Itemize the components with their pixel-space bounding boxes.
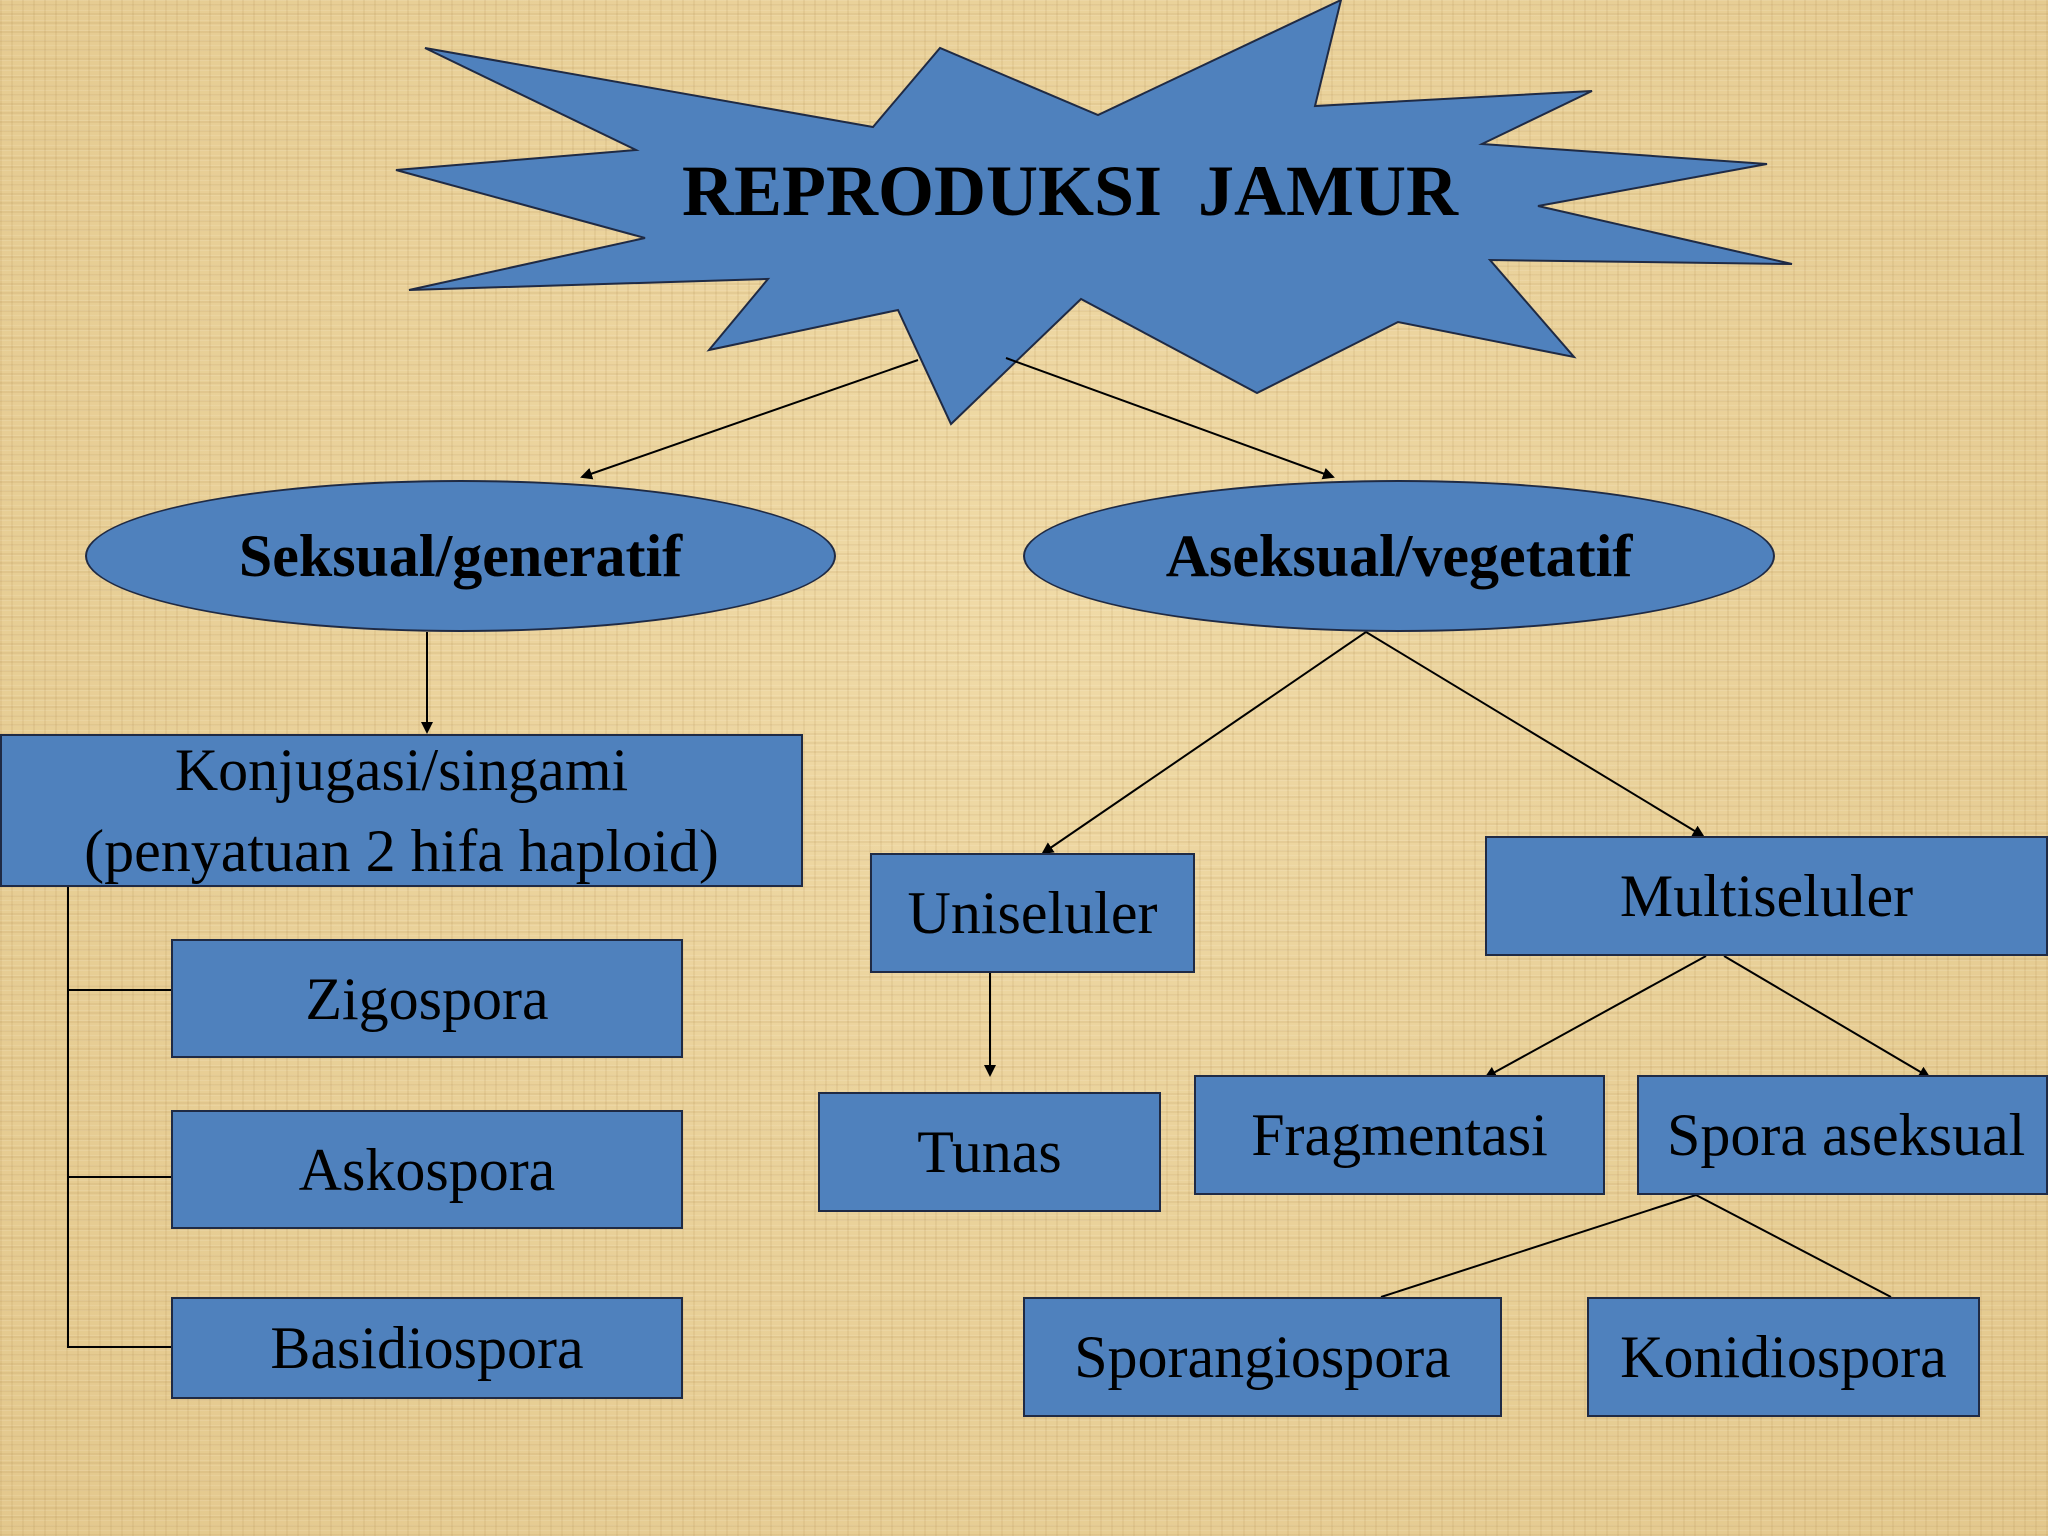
conjugation-description: (penyatuan 2 hifa haploid) [84,817,719,884]
line-asexual-spore-to-conidiospore [1695,1194,1892,1298]
arrow-title-to-sexual [580,359,919,480]
bud-label: Tunas [917,1119,1062,1185]
unicellular-box: Uniseluler [870,853,1195,973]
line-asexual-to-multicellular [1365,631,1705,838]
conidiospore-label: Konidiospora [1620,1324,1947,1390]
diagram-title: REPRODUKSI JAMUR [681,151,1458,231]
sexual-reproduction-node: Seksual/generatif [85,480,836,632]
bud-box: Tunas [818,1092,1161,1212]
conjugation-process-box: Konjugasi/singami (penyatuan 2 hifa hapl… [0,734,803,887]
line-asexual-spore-to-sporangiospore [1380,1194,1697,1298]
conjugation-label: Konjugasi/singami [174,736,629,803]
asexual-reproduction-node: Aseksual/vegetatif [1023,480,1775,632]
sporangiospore-label: Sporangiospora [1074,1324,1451,1390]
multicellular-box: Multiseluler [1485,836,2048,956]
ascospore-label: Askospora [298,1136,556,1203]
multicellular-label: Multiseluler [1619,863,1914,929]
basidiospore-box: Basidiospora [171,1297,683,1399]
basidiospore-label: Basidiospora [270,1315,584,1381]
ascospore-box: Askospora [171,1110,683,1229]
fragmentation-label: Fragmentasi [1251,1102,1548,1168]
asexual-spore-label: Spora aseksual [1667,1102,2026,1168]
sporangiospore-box: Sporangiospora [1023,1297,1502,1417]
line-multicellular-to-asexual-spore [1723,955,1931,1079]
bracket-process-to-spores [67,886,171,1348]
fragmentation-box: Fragmentasi [1194,1075,1605,1195]
zygospore-label: Zigospora [305,965,549,1032]
sexual-reproduction-label: Seksual/generatif [238,522,683,589]
line-asexual-to-unicellular [1041,631,1367,855]
arrow-title-to-asexual [1005,357,1335,480]
unicellular-label: Uniseluler [907,880,1158,946]
zygospore-box: Zigospora [171,939,683,1058]
asexual-reproduction-label: Aseksual/vegetatif [1165,522,1633,589]
asexual-spore-box: Spora aseksual [1637,1075,2048,1195]
line-multicellular-to-fragmentation [1484,955,1707,1078]
starburst-shape [395,0,1793,426]
conidiospore-box: Konidiospora [1587,1297,1980,1417]
